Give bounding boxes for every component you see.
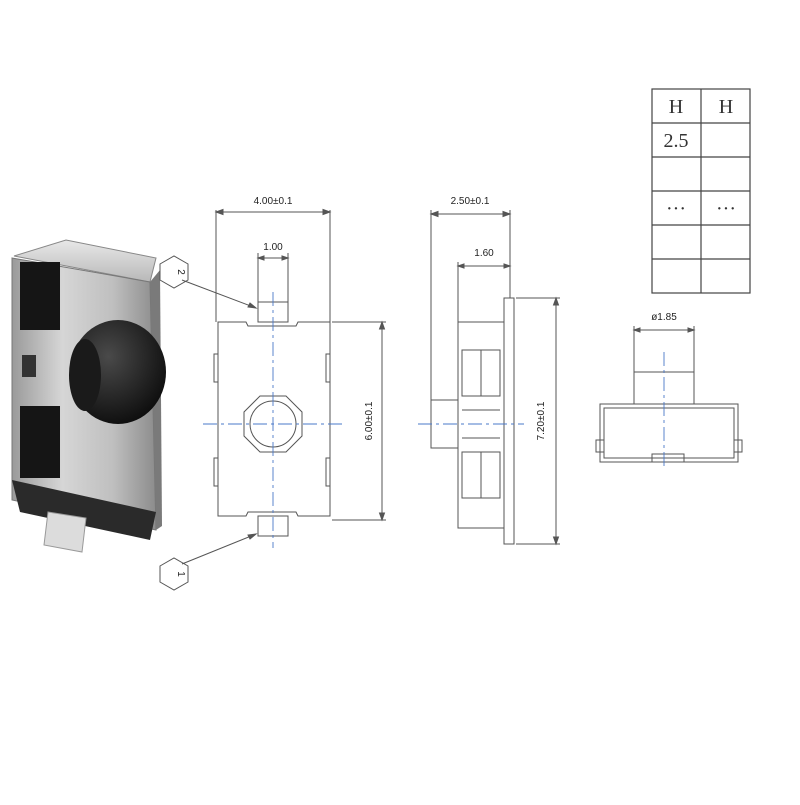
front-centerlines <box>203 292 342 548</box>
dim-height-side: 7.20±0.1 <box>536 401 547 440</box>
table-header-2: H <box>719 96 733 118</box>
terminal-tab-bottom <box>20 406 60 478</box>
table-header-1: H <box>669 96 683 118</box>
dim-diameter: ø1.85 <box>651 312 677 323</box>
side-view <box>429 210 560 546</box>
dim-depth: 2.50±0.1 <box>451 196 490 207</box>
end-view <box>595 326 743 463</box>
dim-width: 4.00±0.1 <box>254 196 293 207</box>
bottom-lead <box>43 511 87 553</box>
dim-pin-width: 1.00 <box>263 242 283 253</box>
callout-hex-1 <box>159 557 189 591</box>
height-table: H H 2.5 ··· ··· <box>651 88 751 294</box>
terminal-tab-top <box>20 262 60 330</box>
table-cell: ··· <box>666 198 686 220</box>
table-cell: 2.5 <box>664 130 689 152</box>
component-photo <box>11 239 166 553</box>
table-cell: ··· <box>716 198 736 220</box>
callout-1-label: 1 <box>175 571 186 577</box>
front-view <box>159 208 386 591</box>
dim-body-depth: 1.60 <box>474 248 494 259</box>
dim-height-front: 6.00±0.1 <box>364 401 375 440</box>
callout-hex-2 <box>159 255 189 289</box>
callout-2-label: 2 <box>175 269 186 275</box>
